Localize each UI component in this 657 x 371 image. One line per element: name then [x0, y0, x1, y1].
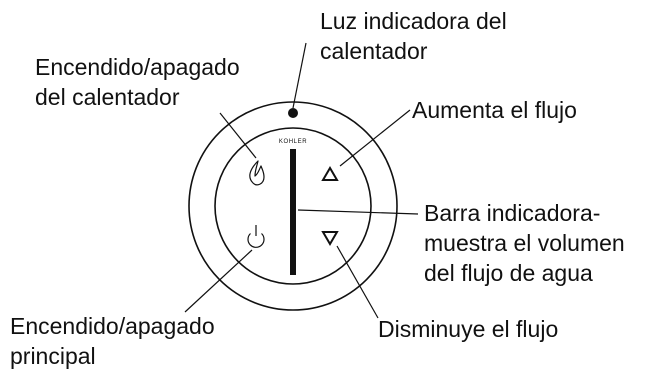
leader-heater-power [219, 112, 257, 159]
flow-indicator-bar [290, 149, 296, 275]
flow-up-button[interactable] [321, 166, 339, 181]
label-indicator-bar-line-2: muestra el volumen [424, 230, 625, 256]
label-heater-light-line-2: calentador [320, 38, 428, 64]
flow-down-button[interactable] [321, 231, 339, 246]
flame-icon [249, 160, 265, 186]
main-power-button[interactable] [247, 225, 265, 248]
triangle-up-icon [321, 166, 339, 181]
label-heater-light: Luz indicadora del calentador [320, 6, 507, 66]
label-heater-light-line-1: Luz indicadora del [320, 8, 507, 34]
inner-ring [214, 127, 372, 285]
leader-heater-light [292, 42, 307, 109]
brand-logo: KOHLER [279, 139, 307, 145]
label-indicator-bar-line-1: Barra indicadora- [424, 200, 601, 226]
leader-indicator-bar [297, 209, 419, 215]
label-main-power-line-2: principal [10, 343, 96, 369]
heater-power-button[interactable] [249, 160, 265, 186]
label-heater-power-line-1: Encendido/apagado [35, 54, 240, 80]
triangle-down-icon [321, 231, 339, 246]
label-flow-up-line-1: Aumenta el flujo [412, 97, 577, 123]
leader-flow-up [339, 109, 411, 167]
label-heater-power: Encendido/apagado del calentador [35, 52, 240, 112]
leader-flow-down [336, 245, 379, 319]
label-indicator-bar: Barra indicadora- muestra el volumen del… [424, 198, 625, 288]
label-main-power-line-1: Encendido/apagado [10, 313, 215, 339]
label-heater-power-line-2: del calentador [35, 84, 180, 110]
label-main-power: Encendido/apagado principal [10, 311, 215, 371]
label-flow-down: Disminuye el flujo [378, 314, 558, 344]
outer-ring [188, 101, 398, 311]
heater-indicator-dot-icon [288, 108, 298, 118]
power-icon [247, 233, 265, 248]
leader-main-power [184, 249, 253, 313]
label-flow-up: Aumenta el flujo [412, 95, 577, 125]
label-indicator-bar-line-3: del flujo de agua [424, 260, 593, 286]
label-flow-down-line-1: Disminuye el flujo [378, 316, 559, 342]
